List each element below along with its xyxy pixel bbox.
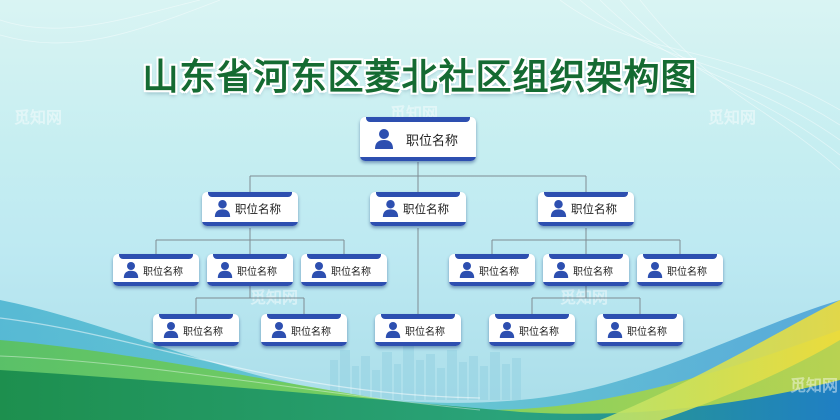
org-node-level3: 职位名称 xyxy=(301,254,387,286)
person-icon xyxy=(647,261,663,279)
person-icon xyxy=(163,321,179,339)
org-node-level4: 职位名称 xyxy=(597,314,683,346)
person-icon xyxy=(459,261,475,279)
node-label: 职位名称 xyxy=(479,267,519,278)
org-node-level2: 职位名称 xyxy=(538,192,634,226)
watermark: 觅知网 xyxy=(708,108,757,127)
org-node-head: 职位名称 xyxy=(360,117,476,161)
person-icon xyxy=(311,261,327,279)
org-node-level4: 职位名称 xyxy=(153,314,239,346)
person-icon xyxy=(217,261,233,279)
person-icon xyxy=(607,321,623,339)
node-label: 职位名称 xyxy=(406,134,459,149)
org-node-level3: 职位名称 xyxy=(449,254,535,286)
person-icon xyxy=(550,199,567,218)
person-icon xyxy=(123,261,139,279)
node-label: 职位名称 xyxy=(405,327,445,338)
org-node-level2: 职位名称 xyxy=(370,192,466,226)
org-node-level3: 职位名称 xyxy=(543,254,629,286)
org-node-level4: 职位名称 xyxy=(489,314,575,346)
node-label: 职位名称 xyxy=(291,327,331,338)
node-label: 职位名称 xyxy=(627,327,667,338)
node-label: 职位名称 xyxy=(519,327,559,338)
person-icon xyxy=(374,128,394,150)
node-label: 职位名称 xyxy=(183,327,223,338)
org-node-level3: 职位名称 xyxy=(207,254,293,286)
node-label: 职位名称 xyxy=(667,267,707,278)
org-node-level4: 职位名称 xyxy=(261,314,347,346)
person-icon xyxy=(553,261,569,279)
node-label: 职位名称 xyxy=(143,267,183,278)
org-node-level3: 职位名称 xyxy=(113,254,199,286)
node-label: 职位名称 xyxy=(571,202,617,216)
node-label: 职位名称 xyxy=(235,202,281,216)
node-label: 职位名称 xyxy=(331,267,371,278)
org-node-level4: 职位名称 xyxy=(375,314,461,346)
page-title: 山东省河东区菱北社区组织架构图 xyxy=(142,57,698,98)
node-label: 职位名称 xyxy=(573,267,613,278)
person-icon xyxy=(271,321,287,339)
node-label: 职位名称 xyxy=(403,202,449,216)
org-node-level3: 职位名称 xyxy=(637,254,723,286)
node-label: 职位名称 xyxy=(237,267,277,278)
watermark: 觅知网 xyxy=(14,108,63,127)
watermark: 觅知网 xyxy=(790,376,839,395)
person-icon xyxy=(382,199,399,218)
person-icon xyxy=(499,321,515,339)
org-node-level2: 职位名称 xyxy=(202,192,298,226)
person-icon xyxy=(214,199,231,218)
person-icon xyxy=(385,321,401,339)
